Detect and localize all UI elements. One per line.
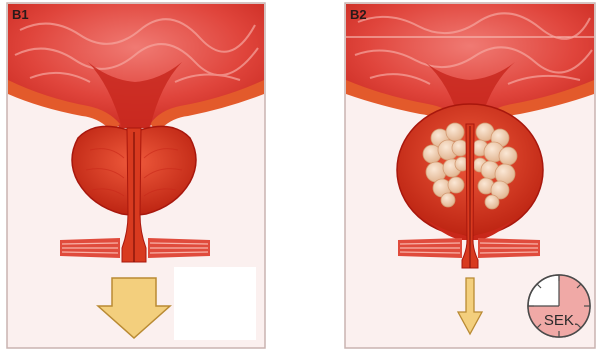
blank-box (174, 267, 256, 340)
panel-b2: B2 SEK. (345, 3, 595, 348)
panel-b2-label: B2 (350, 7, 367, 22)
timer-label: SEK. (544, 312, 578, 329)
panel-b1-label: B1 (12, 7, 29, 22)
timer-icon: SEK. (528, 275, 590, 337)
